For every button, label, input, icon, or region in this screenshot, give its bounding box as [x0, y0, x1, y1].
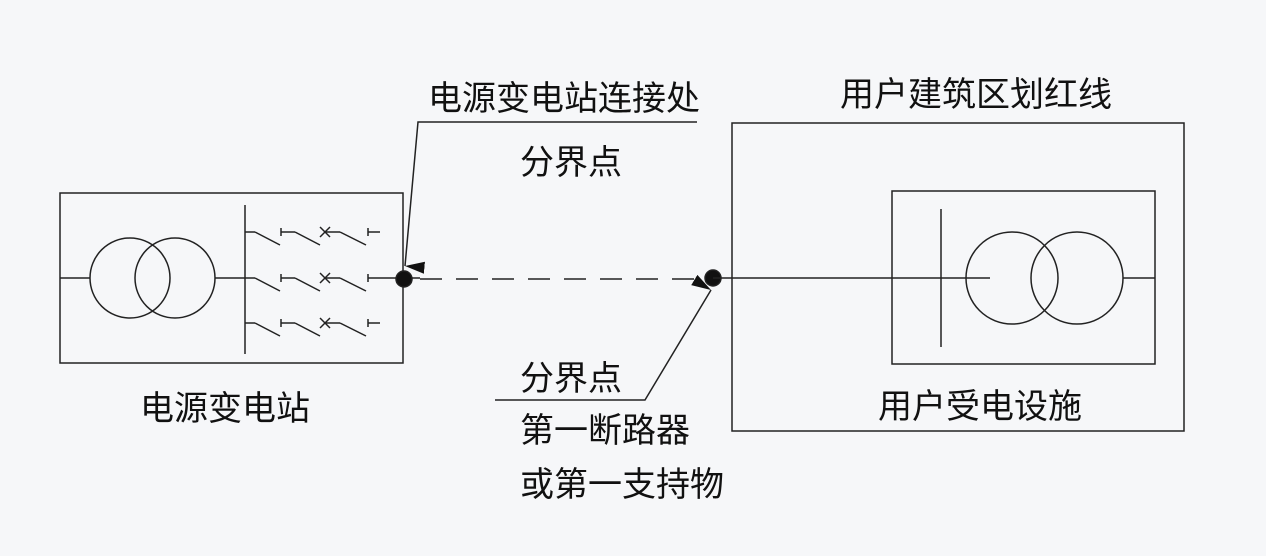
switchgear	[244, 226, 381, 337]
leader-bottom	[495, 274, 712, 401]
boundary-point-source	[395, 270, 413, 288]
source-connection-label: 电源变电站连接处	[428, 79, 700, 119]
boundary-point-bottom-label: 分界点	[520, 359, 622, 399]
transformer-winding	[89, 237, 171, 319]
user-facility-label: 用户受电设施	[878, 387, 1082, 427]
leader-top	[404, 121, 697, 274]
user-red-line-label: 用户建筑区划红线	[840, 75, 1112, 115]
boundary-point-top-label: 分界点	[520, 143, 622, 183]
first-support-label: 或第一支持物	[520, 465, 724, 505]
transformer-winding	[134, 237, 216, 319]
first-breaker-label: 第一断路器	[520, 411, 690, 451]
source-substation-label: 电源变电站	[140, 389, 310, 429]
user-red-line-box	[731, 122, 1185, 432]
